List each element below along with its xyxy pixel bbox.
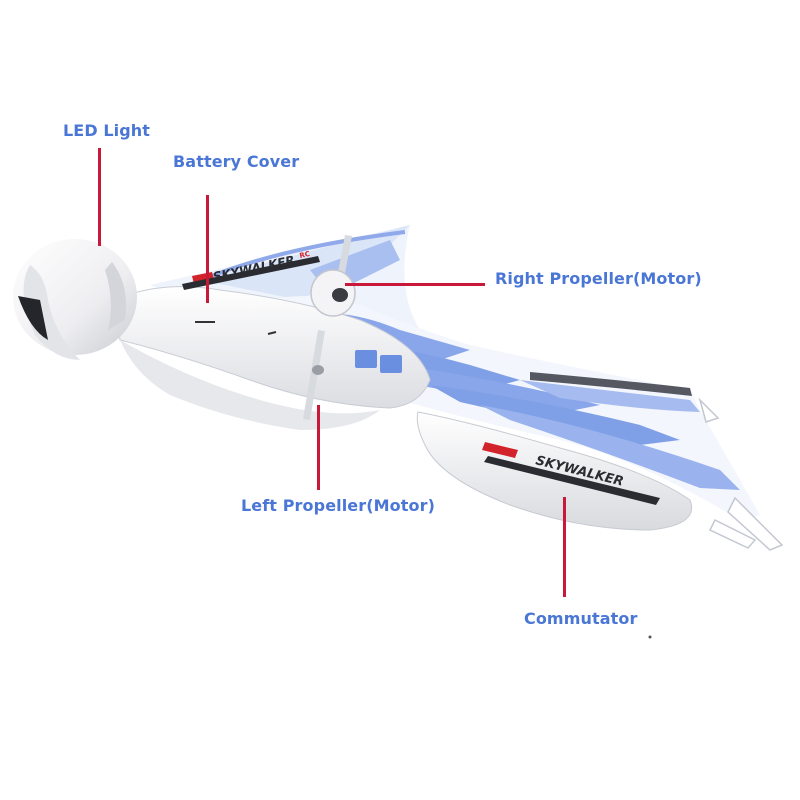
battery-cover-leader [206, 195, 209, 303]
right-propeller-label: Right Propeller(Motor) [495, 269, 702, 288]
battery-cover-label: Battery Cover [173, 152, 300, 171]
stray-dot [648, 635, 652, 639]
commutator-label: Commutator [524, 609, 638, 628]
right-propeller [310, 235, 356, 317]
led-light-leader [98, 148, 101, 246]
wing-brand-suffix-text: RC [299, 250, 311, 260]
fuselage [114, 286, 431, 430]
head-dome [13, 239, 137, 360]
commutator-pod [416, 411, 692, 531]
left-propeller-leader [317, 405, 320, 490]
left-propeller [303, 330, 325, 420]
left-propeller-label: Left Propeller(Motor) [241, 496, 436, 515]
right-propeller-leader [345, 283, 485, 286]
led-light-label: LED Light [63, 121, 151, 140]
commutator-leader [563, 497, 566, 597]
